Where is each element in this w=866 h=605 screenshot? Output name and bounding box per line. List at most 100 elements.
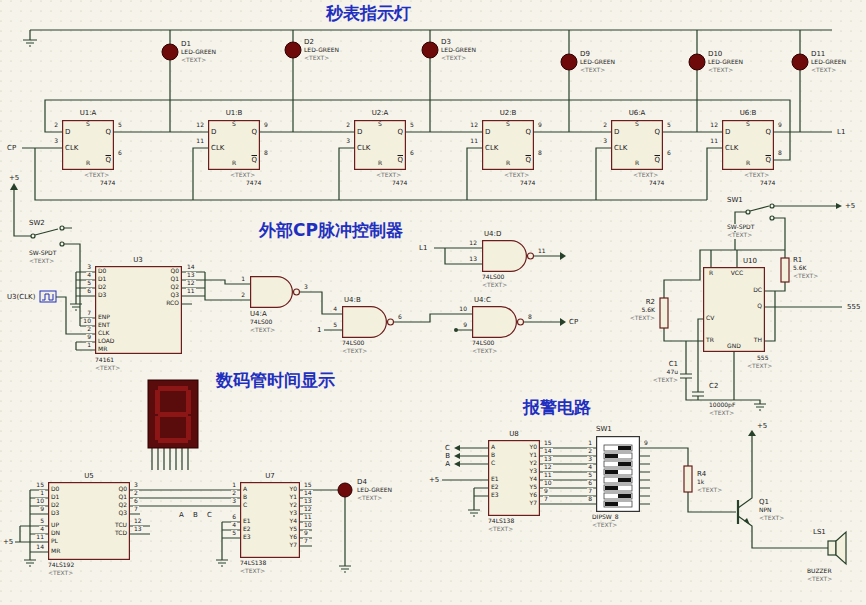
part-label: SW1 — [726, 196, 744, 204]
text-placeholder: <TEXT> — [744, 172, 769, 179]
part-text: MR — [51, 548, 60, 555]
part-text: R — [506, 160, 510, 167]
part-text: E2 — [491, 484, 499, 491]
part-label: 11 — [543, 472, 553, 479]
part-text: D2 — [51, 502, 59, 509]
part-label: 1k — [696, 479, 705, 486]
part-text: Y5 — [290, 526, 297, 533]
chip-body — [241, 483, 300, 558]
seven-segment-display — [158, 412, 188, 417]
wire-connector — [300, 292, 342, 314]
part-text: R — [378, 160, 382, 167]
power-arrow — [454, 328, 458, 332]
inverter-bubble — [294, 289, 300, 295]
part-label: 14 — [35, 544, 45, 551]
part-label: 3 — [53, 138, 59, 145]
inverter-bubble — [518, 319, 524, 325]
part-label: 12 — [469, 122, 479, 129]
part-text: E1 — [491, 476, 499, 483]
part-text: U10 — [743, 257, 757, 265]
chip-body — [355, 121, 406, 170]
timer-chip: U10RVCCDCQCVTRGNDTH555<TEXT> — [703, 267, 765, 352]
part-text: Q — [525, 128, 531, 136]
part-text: D3 — [51, 510, 59, 517]
switch-lever — [618, 494, 631, 498]
part-text: U2:B — [500, 109, 517, 117]
part-text: Y7 — [530, 500, 537, 507]
part-text: 74LS192 — [48, 562, 74, 569]
part-text: Q2 — [118, 502, 127, 509]
part-label: 6 — [409, 150, 415, 157]
power-arrow — [10, 183, 842, 525]
part-text: D1 — [51, 494, 59, 501]
switch-lever — [605, 454, 618, 458]
section-title: 报警电路 — [522, 398, 592, 418]
part-label: BUZZER — [806, 568, 833, 575]
part-text: D — [211, 128, 216, 136]
part-text: E3 — [243, 534, 251, 541]
text-placeholder: <TEXT> — [48, 570, 73, 577]
power-arrow — [744, 518, 750, 525]
part-text: PL — [51, 538, 58, 545]
nand-gate: U4:B74LS00<TEXT> — [342, 306, 394, 338]
part-label: 13 — [468, 256, 478, 263]
led-symbol — [162, 42, 808, 497]
text-placeholder: <TEXT> — [806, 576, 833, 583]
part-text: Q — [397, 128, 403, 136]
part-text: Q — [765, 128, 771, 136]
part-text: SW1 — [596, 425, 612, 433]
clock-generator — [40, 291, 56, 302]
part-text: 7474 — [392, 180, 407, 187]
part-outline — [342, 306, 394, 338]
part-text: U8 — [509, 430, 519, 438]
switch-lever — [605, 470, 618, 474]
seven-segment-display — [155, 386, 191, 443]
part-label: 5 — [409, 122, 415, 129]
text-placeholder: <TEXT> — [240, 568, 265, 575]
wire — [664, 206, 842, 410]
led-symbol — [689, 54, 705, 70]
part-label: 1 — [86, 342, 92, 349]
part-text: CLK — [725, 144, 738, 152]
resistor-symbol — [660, 258, 789, 492]
text-placeholder: <TEXT> — [230, 172, 255, 179]
switch-slot — [604, 453, 632, 459]
part-text: UP — [51, 522, 59, 529]
power-arrow — [454, 461, 460, 467]
nand-gate: U4:A74LS00<TEXT> — [250, 276, 300, 308]
switch-lever — [605, 486, 618, 490]
part-label: 5.6K — [641, 307, 656, 314]
text-placeholder: <TEXT> — [250, 327, 275, 334]
part-text: D0 — [98, 268, 106, 275]
text-placeholder: <TEXT> — [747, 363, 772, 370]
part-label: 15 — [35, 482, 45, 489]
part-text: Q — [654, 156, 660, 164]
part-text: CLK — [485, 144, 498, 152]
power-arrow — [560, 318, 566, 326]
part-label: 3 — [587, 456, 593, 463]
resistor-symbol — [781, 258, 789, 282]
part-text: 7474 — [246, 180, 261, 187]
text-placeholder: <TEXT> — [792, 273, 819, 280]
part-label: D9 — [579, 50, 591, 58]
part-text: CV — [706, 315, 714, 322]
part-text: D — [725, 128, 730, 136]
part-label: 3 — [133, 482, 139, 489]
part-text: RCO — [166, 300, 179, 307]
part-label: 1 — [587, 440, 593, 447]
part-text: GND — [727, 343, 741, 350]
part-label: 4 — [231, 522, 237, 529]
part-text: D2 — [98, 284, 106, 291]
part-text: 7474 — [520, 180, 535, 187]
part-label: 1 — [39, 490, 45, 497]
wire — [22, 30, 832, 200]
part-label: D4 — [356, 478, 368, 486]
text-placeholder: <TEXT> — [95, 365, 120, 372]
part-label: 6 — [86, 288, 92, 295]
text-placeholder: <TEXT> — [592, 522, 617, 529]
part-label: CP — [6, 144, 17, 152]
wire-connector — [663, 131, 722, 132]
part-label: U3(CLK) — [6, 293, 36, 301]
part-label: 9 — [777, 122, 783, 129]
chip-body — [704, 268, 765, 352]
